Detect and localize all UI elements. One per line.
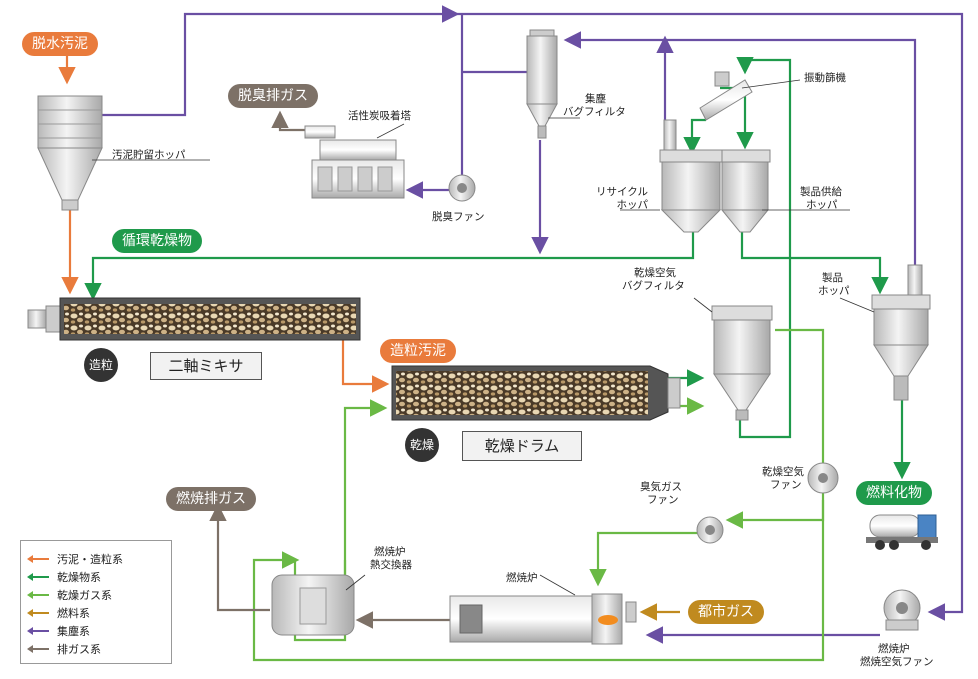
odor-gas-fan-label-2: ファン (647, 494, 679, 506)
product-hopper-label-1: 製品 (822, 272, 843, 284)
legend: 汚泥・造粒系 乾燥物系 乾燥ガス系 燃料系 集塵系 排ガス系 (20, 540, 172, 664)
dry-air-fan (807, 462, 839, 494)
furnace-hx-label-1: 燃焼炉 (374, 546, 406, 558)
product-supply-hopper (720, 149, 771, 233)
sludge-hopper (37, 95, 103, 211)
leader-lines (92, 79, 875, 596)
deodorizing-fan (448, 174, 476, 202)
legend-item-dry-gas: 乾燥ガス系 (27, 587, 112, 604)
legend-item-exhaust: 排ガス系 (27, 641, 101, 658)
odor-gas-fan (696, 516, 724, 544)
combustion-exhaust-pill: 燃焼排ガス (166, 487, 256, 511)
comb-air-fan-label-2: 燃焼空気ファン (860, 656, 934, 668)
sludge-lines (58, 55, 390, 393)
product-supply-label-1: 製品供給 (800, 186, 842, 198)
dust-filter-label-2: バグフィルタ (563, 106, 626, 118)
fuel-product-pill: 燃料化物 (856, 481, 932, 505)
city-gas-pill: 都市ガス (688, 600, 764, 624)
dry-badge: 乾燥 (405, 428, 439, 462)
granulate-badge: 造粒 (84, 348, 118, 382)
recycle-hopper-label-2: ホッパ (616, 199, 649, 211)
comb-air-fan-label-1: 燃焼炉 (878, 643, 910, 655)
combustion-air-fan (883, 589, 921, 631)
odor-gas-fan-label-1: 臭気ガス (640, 481, 682, 493)
legend-item-dried: 乾燥物系 (27, 569, 101, 586)
recycle-hopper-label-1: リサイクル (596, 186, 648, 198)
twin-shaft-mixer (27, 297, 361, 341)
furnace-hx-label-2: 熱交換器 (370, 559, 412, 571)
dry-air-filter-label-1: 乾燥空気 (634, 267, 676, 279)
carbon-tower-label: 活性炭吸着塔 (348, 110, 411, 122)
furnace-heat-exchanger (271, 574, 355, 636)
legend-item-fuel: 燃料系 (27, 605, 90, 622)
product-hopper-label-2: ホッパ (818, 285, 850, 297)
activated-carbon-tower (304, 125, 405, 199)
sludge-hopper-label: 汚泥貯留ホッパ (112, 149, 186, 161)
vibrating-screen-label: 振動篩機 (804, 72, 846, 84)
dewatered-sludge-pill: 脱水汚泥 (22, 32, 98, 56)
legend-item-sludge: 汚泥・造粒系 (27, 551, 123, 568)
product-supply-label-2: ホッパ (806, 199, 838, 211)
legend-item-dust: 集塵系 (27, 623, 90, 640)
deodorizing-exhaust-pill: 脱臭排ガス (228, 84, 318, 108)
deodor-fan-label: 脱臭ファン (432, 211, 485, 223)
dry-air-fan-label-2: ファン (770, 479, 802, 491)
dust-collection-lines (100, 5, 964, 644)
vibrating-screen (699, 71, 753, 121)
dry-air-fan-label-1: 乾燥空気 (762, 466, 804, 478)
product-hopper (871, 264, 931, 401)
tanker-truck-icon (866, 514, 938, 550)
drum-label-box: 乾燥ドラム (462, 431, 582, 461)
combustion-furnace (449, 593, 637, 645)
dust-bag-filter (526, 29, 558, 139)
dry-air-bag-filter (711, 305, 773, 421)
furnace-label: 燃焼炉 (506, 572, 538, 584)
drying-drum (391, 365, 681, 421)
granulated-sludge-pill: 造粒汚泥 (380, 339, 456, 363)
recycle-hopper (659, 119, 723, 233)
mixer-label-box: 二軸ミキサ (150, 352, 262, 380)
dry-air-filter-label-2: バグフィルタ (622, 280, 685, 292)
recycled-dried-pill: 循環乾燥物 (112, 229, 202, 253)
dust-filter-label-1: 集塵 (585, 93, 606, 105)
